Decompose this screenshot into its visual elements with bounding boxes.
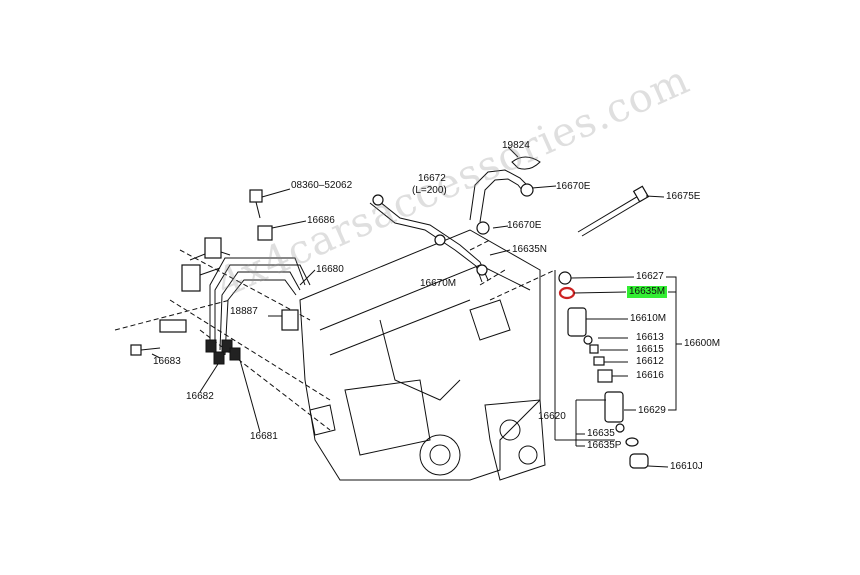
- label-16635p: 16635P: [587, 440, 622, 451]
- label-16670m: 16670M: [420, 278, 457, 289]
- label-16635: 16635: [587, 428, 615, 439]
- label-16610j: 16610J: [670, 461, 703, 472]
- label-16615: 16615: [636, 344, 664, 355]
- label-16670e-lower: 16670E: [507, 220, 542, 231]
- pipe-clamps: [159, 225, 299, 333]
- label-16616: 16616: [636, 370, 664, 381]
- label-16681: 16681: [250, 431, 278, 442]
- label-08360-52062: 08360–52062: [291, 180, 353, 191]
- pipe-end-nuts: [205, 339, 241, 365]
- label-16682: 16682: [186, 391, 214, 402]
- label-16620: 16620: [538, 411, 566, 422]
- label-16672-length: (L=200): [412, 185, 447, 196]
- bolt-08360: [249, 189, 263, 219]
- label-16635m-highlighted: 16635M: [627, 286, 668, 298]
- label-16683: 16683: [153, 356, 181, 367]
- label-leaders: [151, 146, 682, 468]
- bolt-16683: [130, 344, 161, 356]
- injection-pipes: [189, 249, 311, 356]
- label-16600m: 16600M: [684, 338, 721, 349]
- seal-16635m: [558, 286, 576, 300]
- label-16686: 16686: [307, 215, 335, 226]
- label-16672: 16672: [418, 173, 446, 184]
- label-16635n: 16635N: [512, 244, 548, 255]
- label-16675e: 16675E: [666, 191, 701, 202]
- clip-19824: [511, 156, 541, 170]
- leak-off-pipe: [369, 194, 489, 283]
- label-16670e-upper: 16670E: [556, 181, 591, 192]
- label-16627: 16627: [636, 271, 664, 282]
- tube-16675e: [577, 185, 650, 237]
- label-18887: 18887: [230, 306, 258, 317]
- injector-assembly: [554, 270, 649, 469]
- label-16629: 16629: [638, 405, 666, 416]
- hose-16672: [469, 169, 534, 235]
- label-16613: 16613: [636, 332, 664, 343]
- engine-block: [299, 229, 546, 481]
- label-16610m: 16610M: [630, 313, 667, 324]
- label-16612: 16612: [636, 356, 664, 367]
- label-19824: 19824: [502, 140, 530, 151]
- label-16680: 16680: [316, 264, 344, 275]
